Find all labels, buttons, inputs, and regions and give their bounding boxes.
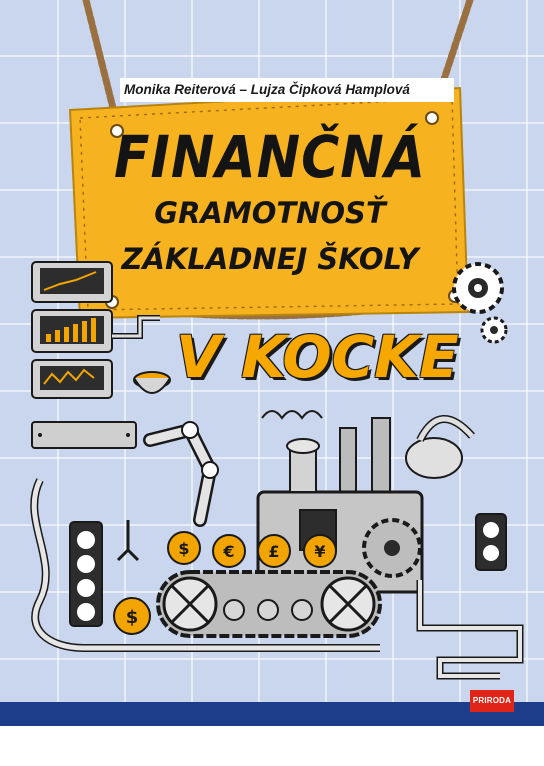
gauge-column-right <box>475 513 507 571</box>
title-line-1: FINANČNÁ <box>113 124 427 192</box>
gauge-column-left <box>69 521 103 627</box>
bottom-band <box>0 702 544 726</box>
factory-machine <box>256 415 475 594</box>
bottom-margin <box>0 726 544 766</box>
monitor-panels <box>31 261 171 399</box>
title-line-2: GRAMOTNOSŤ <box>154 196 386 230</box>
subtitle: V KOCKE <box>176 323 459 391</box>
authors-line: Monika Reiterová – Lujza Čipková Hamplov… <box>120 78 454 102</box>
title-line-3: ZÁKLADNEJ ŠKOLY <box>121 242 419 276</box>
publisher-logo: PRIRODA <box>470 690 514 712</box>
gear-icons <box>452 262 508 344</box>
conveyor-belt <box>156 570 382 638</box>
coin-symbol: € <box>222 542 234 561</box>
coin-icons: $ € £ ¥ $ <box>113 520 337 635</box>
coin-symbol: $ <box>178 539 189 558</box>
coin-symbol: ¥ <box>314 542 325 561</box>
coin-symbol: $ <box>126 607 139 628</box>
hanging-sign <box>68 86 470 320</box>
pipes <box>30 478 524 680</box>
coin-symbol: £ <box>268 542 279 561</box>
robot-arm <box>31 410 323 527</box>
